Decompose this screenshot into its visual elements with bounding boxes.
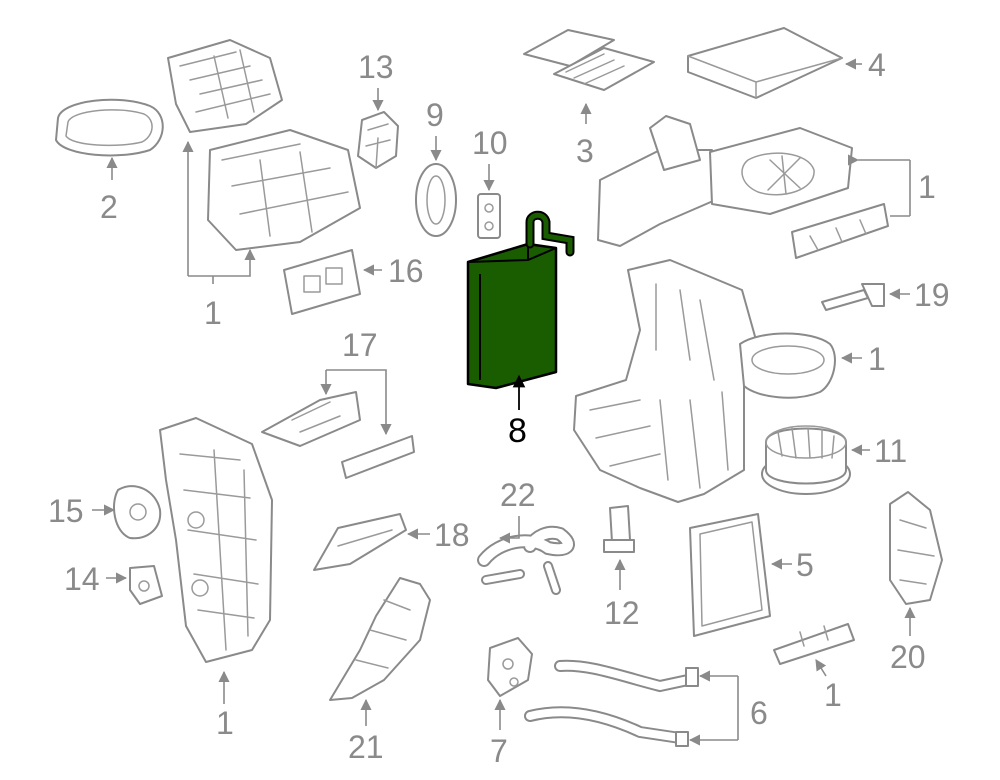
part-14-actuator bbox=[129, 565, 163, 605]
part-12-sensor bbox=[603, 505, 635, 553]
part-15-actuator bbox=[113, 485, 162, 540]
part-1-hvac-case-main bbox=[573, 259, 836, 503]
callout-16: 16 bbox=[388, 253, 424, 289]
callout-8: 8 bbox=[508, 412, 527, 450]
part-19-sensor bbox=[821, 283, 885, 311]
callout-labels: 1 2 3 4 1 13 9 10 16 19 1 17 8 11 15 14 … bbox=[48, 47, 950, 769]
callout-17: 17 bbox=[342, 327, 378, 363]
callout-1-bracket: 1 bbox=[824, 677, 842, 713]
callout-15: 15 bbox=[48, 493, 84, 529]
callout-6: 6 bbox=[750, 695, 768, 731]
callout-1-blower-top: 1 bbox=[918, 169, 936, 205]
callout-1-blower-scroll: 1 bbox=[868, 341, 886, 377]
callout-1-housing-left: 1 bbox=[204, 295, 222, 331]
callout-13: 13 bbox=[358, 49, 394, 85]
part-6-pipes bbox=[524, 659, 699, 747]
callout-12: 12 bbox=[604, 595, 640, 631]
part-16-door bbox=[283, 249, 361, 315]
callout-18: 18 bbox=[434, 517, 470, 553]
part-8-evaporator-core bbox=[466, 210, 575, 390]
part-5-heater-core bbox=[689, 513, 771, 637]
part-22-hose bbox=[477, 525, 575, 595]
callout-11: 11 bbox=[874, 433, 907, 469]
callout-20: 20 bbox=[890, 639, 926, 675]
part-9-grommet bbox=[415, 163, 457, 237]
callout-2: 2 bbox=[100, 189, 118, 225]
part-17-duct bbox=[261, 391, 415, 479]
part-21-duct bbox=[329, 577, 431, 701]
part-7-bracket bbox=[487, 637, 533, 697]
callout-19: 19 bbox=[914, 277, 950, 313]
callout-4: 4 bbox=[868, 47, 886, 83]
part-11-blower-motor bbox=[761, 425, 851, 495]
callout-9: 9 bbox=[426, 97, 444, 133]
callout-1-housing-bottom: 1 bbox=[216, 705, 234, 741]
part-3-filter-frame bbox=[523, 29, 655, 91]
part-2-seal-gasket bbox=[55, 98, 164, 157]
part-13-actuator bbox=[357, 111, 399, 169]
callout-22: 22 bbox=[500, 477, 536, 513]
callout-5: 5 bbox=[796, 547, 814, 583]
part-20-bracket bbox=[889, 491, 943, 605]
leader-lines bbox=[92, 58, 916, 746]
callout-3: 3 bbox=[576, 133, 594, 169]
callout-10: 10 bbox=[472, 125, 508, 161]
part-1-blower-case-upper bbox=[597, 115, 889, 259]
part-10-expansion-valve bbox=[477, 193, 501, 239]
callout-21: 21 bbox=[348, 729, 384, 765]
callout-7: 7 bbox=[490, 733, 508, 769]
part-18-duct bbox=[313, 513, 407, 571]
part-1-bracket bbox=[773, 623, 855, 665]
part-4-cabin-air-filter bbox=[687, 27, 843, 99]
callout-14: 14 bbox=[64, 561, 100, 597]
part-1-upper-case bbox=[167, 39, 361, 251]
part-1-hvac-case-left bbox=[159, 417, 273, 663]
